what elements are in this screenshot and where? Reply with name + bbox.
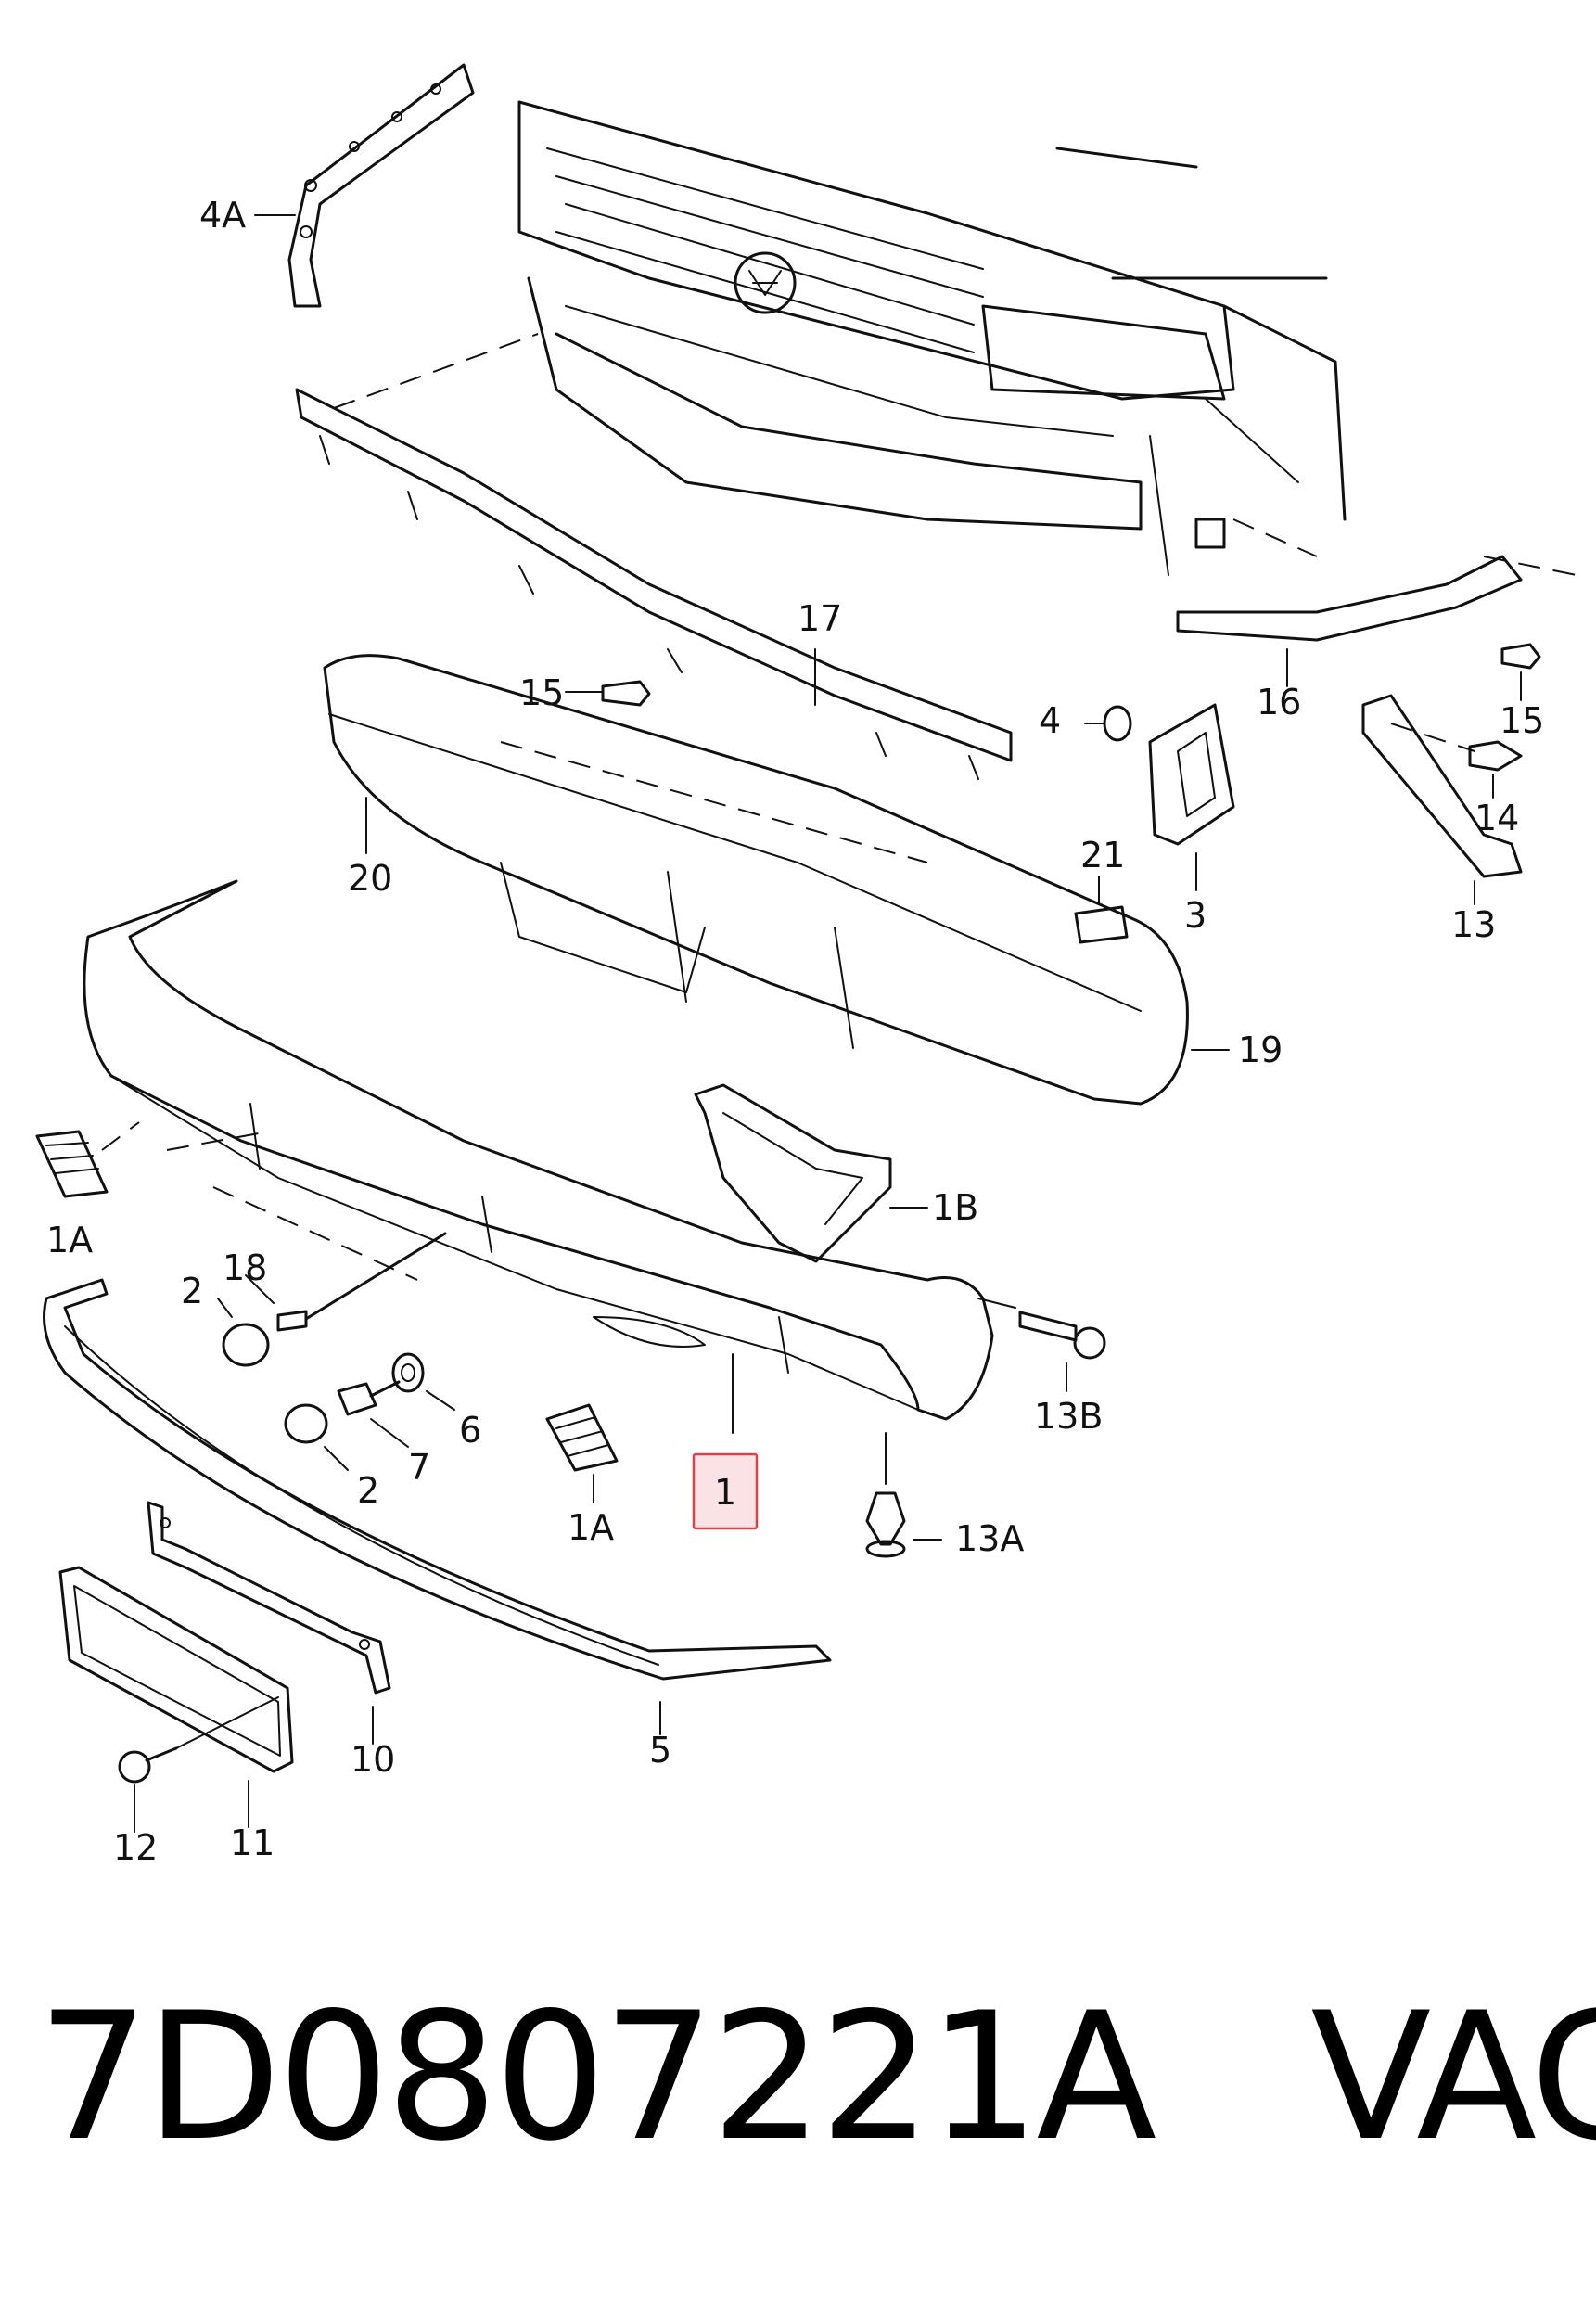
- part-15-clip-right: [1500, 643, 1541, 701]
- part-4a-side-bracket: [254, 63, 475, 308]
- vehicle-front-drawing: [517, 100, 1347, 576]
- callout-15-right: 15: [1500, 700, 1544, 741]
- callout-20: 20: [348, 858, 392, 899]
- callout-12: 12: [113, 1827, 158, 1868]
- part-11-plate-frame: [58, 1566, 294, 1828]
- callout-4a: 4A: [199, 195, 246, 236]
- callout-11: 11: [230, 1822, 275, 1863]
- callout-3: 3: [1184, 895, 1207, 936]
- callout-1a-left: 1A: [46, 1220, 93, 1260]
- part-1a-grille-right: [545, 1403, 619, 1503]
- callout-1b: 1B: [932, 1187, 978, 1228]
- part-1b-support-bracket: [694, 1083, 928, 1263]
- callout-13a: 13A: [955, 1518, 1024, 1559]
- callout-18: 18: [223, 1247, 267, 1288]
- part-7-bolt: [337, 1380, 409, 1448]
- callout-19: 19: [1238, 1030, 1283, 1070]
- part-12-screw: [118, 1696, 279, 1833]
- callout-1: 1: [714, 1472, 736, 1513]
- part-3-mounting-bracket: [1084, 703, 1235, 891]
- callout-1a-right: 1A: [568, 1507, 614, 1548]
- part-21-clip-plate: [1074, 876, 1129, 944]
- callout-2-lower: 2: [357, 1470, 379, 1511]
- part-17-bumper-carrier: [295, 333, 1013, 780]
- part-10-plate-bracket: [147, 1501, 391, 1745]
- part-2-cap-lower: [284, 1403, 349, 1471]
- callout-17: 17: [798, 598, 842, 639]
- part-18-bolt: [245, 1232, 447, 1332]
- part-2-cap-upper: [217, 1298, 270, 1367]
- part-13b-bolt: [977, 1298, 1106, 1392]
- callout-4: 4: [1039, 700, 1061, 741]
- part-6-washer: [391, 1352, 455, 1411]
- part-20-bumper-trim: [323, 654, 1189, 1106]
- highlight-box-part-1: [692, 1452, 759, 1530]
- part-14-screw: [1468, 740, 1523, 799]
- part-1-front-bumper: [83, 879, 994, 1434]
- callout-21: 21: [1080, 835, 1125, 876]
- callout-10: 10: [351, 1739, 395, 1780]
- part-number: 7D0807221A: [37, 1975, 1156, 2180]
- callout-16: 16: [1257, 682, 1301, 723]
- brand-name: VAG: [1310, 1975, 1596, 2180]
- part-13-lower-bracket: [1361, 694, 1523, 905]
- part-13a-clip: [865, 1432, 942, 1558]
- callout-7: 7: [408, 1447, 430, 1488]
- callout-15-left: 15: [519, 672, 564, 713]
- callout-5: 5: [649, 1730, 671, 1771]
- callout-13b: 13B: [1034, 1396, 1103, 1437]
- callout-6: 6: [459, 1410, 481, 1451]
- part-16-side-trim: [1176, 518, 1577, 687]
- part-5-spoiler-strip: [43, 1278, 832, 1735]
- part-1a-grille-left: [35, 1121, 140, 1198]
- callout-13: 13: [1451, 904, 1496, 945]
- callout-14: 14: [1475, 798, 1519, 838]
- part-15-clip-left: [565, 680, 651, 707]
- callout-2-upper: 2: [181, 1271, 203, 1311]
- part-number-footer: 7D0807221A VAG: [37, 1975, 1596, 2180]
